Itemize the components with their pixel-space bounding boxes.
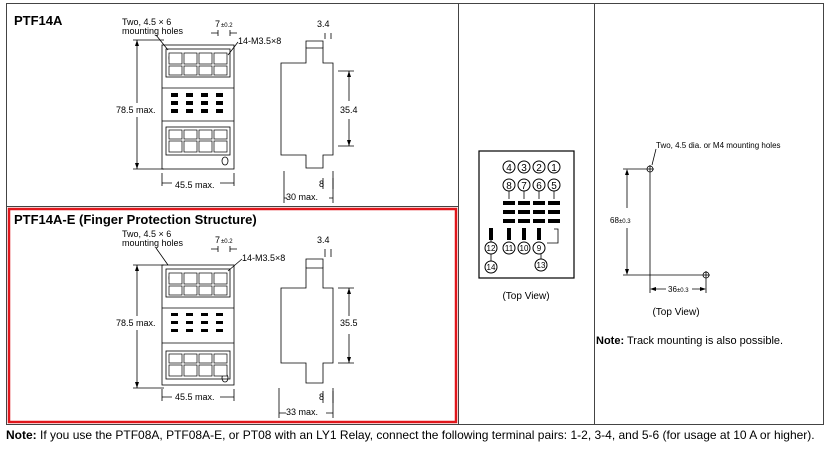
mounting-holes-label-2: mounting holes: [122, 238, 184, 248]
pitch-tolerance: ±0.2: [221, 239, 233, 245]
terminal-7: 7: [521, 181, 527, 192]
mounting-holes-label-1: Two, 4.5 × 6: [122, 229, 171, 239]
ptf14ae-title: PTF14A-E (Finger Protection Structure): [14, 212, 257, 227]
pitch-tolerance: ±0.2: [221, 23, 233, 29]
terminal-4: 4: [506, 163, 512, 174]
width-dim: 45.5 max.: [175, 392, 215, 402]
terminal-10: 10: [520, 244, 529, 253]
screw-label: 14-M3.5×8: [242, 253, 285, 263]
terminal-11: 11: [505, 244, 514, 253]
pitch-label: 7: [215, 235, 220, 245]
footer-note: Note: If you use the PTF08A, PTF08A-E, o…: [6, 429, 824, 442]
side-top-dim: 3.4: [317, 19, 330, 29]
terminal-8: 8: [506, 181, 512, 192]
terminal-6: 6: [536, 181, 542, 192]
ptf14a-section: PTF14A Two, 4.5 × 6 mounting holes 7 ±0.…: [14, 13, 358, 203]
terminal-13: 13: [537, 261, 546, 270]
terminal-caption: (Top View): [502, 291, 549, 302]
note-label: Note:: [596, 335, 624, 347]
footer-note-label: Note:: [6, 428, 37, 442]
side-top-dim: 3.4: [317, 235, 330, 245]
note-text: Track mounting is also possible.: [624, 335, 783, 347]
terminal-9: 9: [537, 244, 542, 253]
side-height-dim: 35.5: [340, 318, 358, 328]
vertical-tolerance: ±0.3: [619, 219, 631, 225]
horizontal-pitch: 36: [668, 285, 677, 294]
bottom-dim: 8: [319, 392, 324, 402]
mounting-caption: (Top View): [652, 307, 699, 318]
bottom-dim: 8: [319, 179, 324, 189]
terminal-arrangement: 4 3 2 1 8 7 6 5 12 11 10 9 14: [478, 150, 575, 302]
terminal-14: 14: [487, 263, 496, 272]
screw-label: 14-M3.5×8: [238, 36, 281, 46]
mounting-holes-label: Two, 4.5 dia. or M4 mounting holes: [656, 141, 781, 150]
highlight-box: [7, 207, 458, 424]
drawing-sheet: PTF14A Two, 4.5 × 6 mounting holes 7 ±0.…: [6, 3, 824, 425]
ptf14a-title: PTF14A: [14, 13, 63, 28]
height-dim: 78.5 max.: [116, 318, 156, 328]
terminal-1: 1: [551, 163, 557, 174]
pitch-label: 7: [215, 19, 220, 29]
mounting-holes-label-2: mounting holes: [122, 26, 184, 36]
vertical-pitch: 68: [610, 216, 619, 225]
depth-dim: 30 max.: [286, 192, 318, 202]
contact-bars: [489, 201, 560, 240]
terminal-12: 12: [487, 244, 496, 253]
terminal-5: 5: [551, 181, 557, 192]
depth-dim: 33 max.: [286, 407, 318, 417]
height-dim: 78.5 max.: [116, 105, 156, 115]
table-grid: [6, 3, 824, 425]
mounting-holes-label-1: Two, 4.5 × 6: [122, 17, 171, 27]
mounting-holes-diagram: Two, 4.5 dia. or M4 mounting holes 68 ±0…: [596, 141, 783, 347]
footer-note-text: If you use the PTF08A, PTF08A-E, or PT08…: [36, 428, 815, 442]
width-dim: 45.5 max.: [175, 180, 215, 190]
track-mounting-note: Note: Track mounting is also possible.: [596, 335, 783, 347]
terminal-3: 3: [521, 163, 527, 174]
terminal-2: 2: [536, 163, 542, 174]
ptf14ae-section: PTF14A-E (Finger Protection Structure) T…: [14, 212, 358, 418]
horizontal-tolerance: ±0.3: [677, 288, 689, 294]
side-height-dim: 35.4: [340, 105, 358, 115]
